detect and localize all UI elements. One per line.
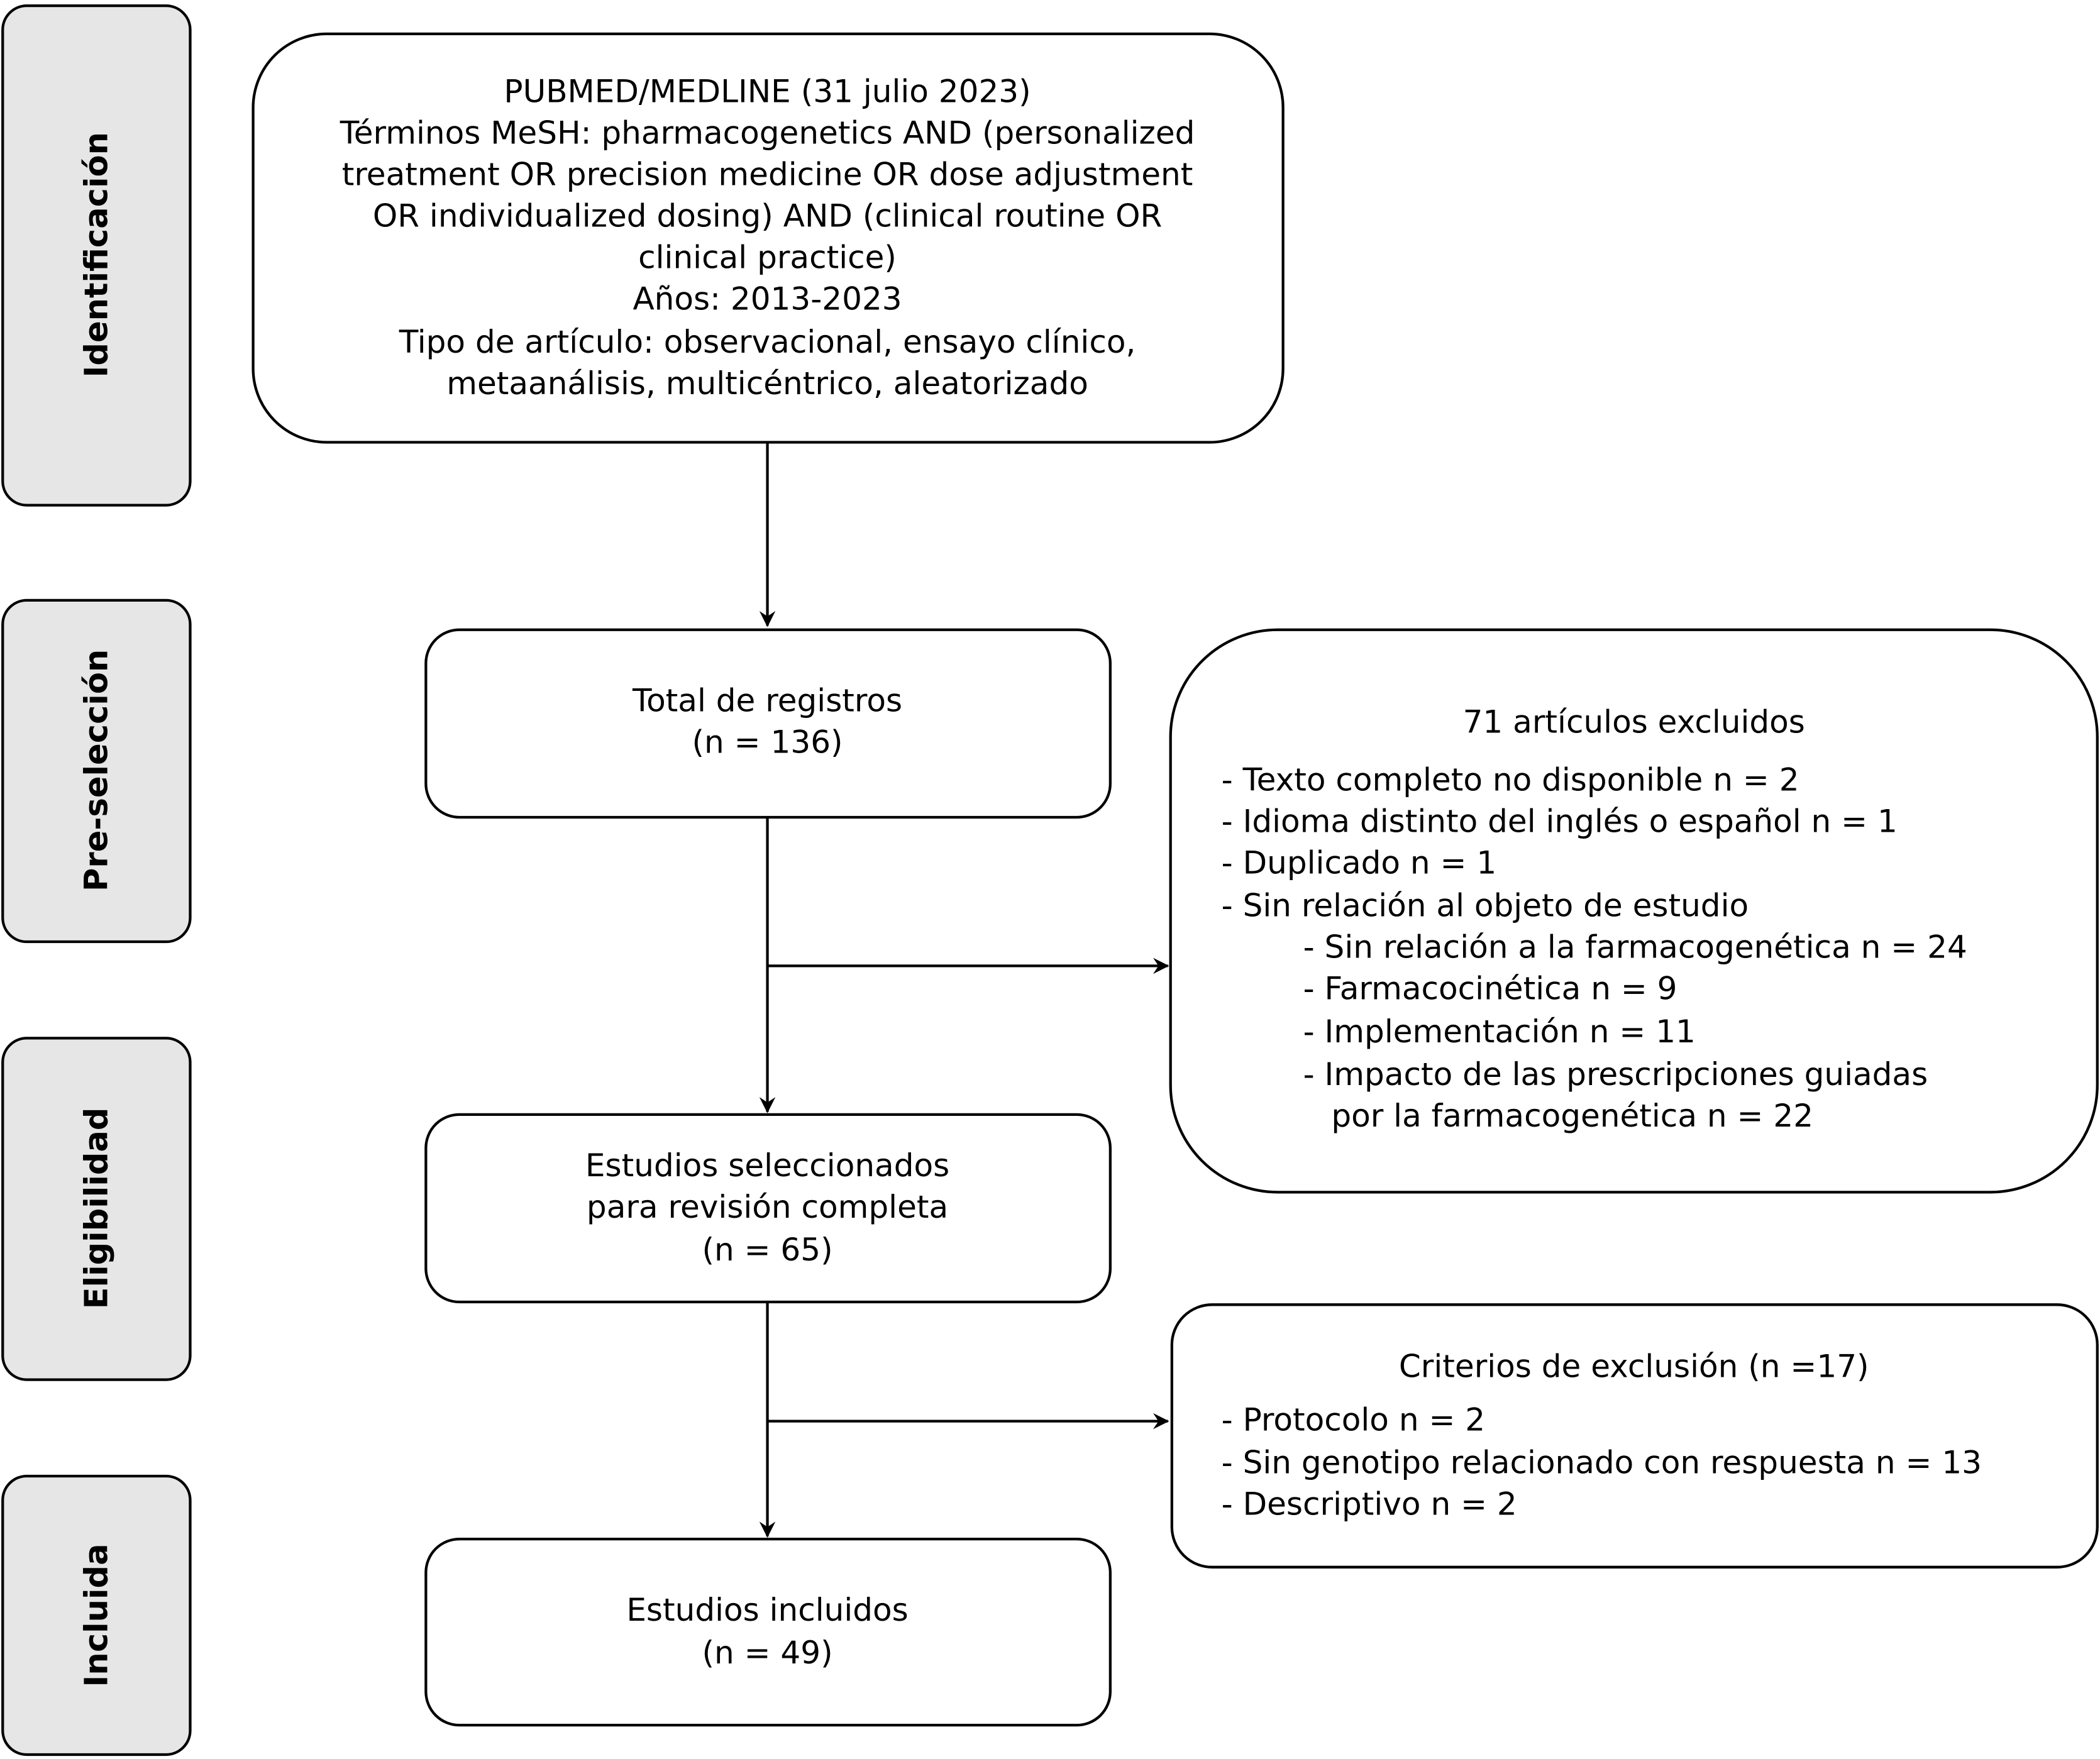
search-line: Tipo de artículo: observacional, ensayo … [399,324,1136,360]
excluded-item: - Texto completo no disponible n = 2 [1222,761,1799,798]
stage-eligibilidad: Eligibilidad [1,1037,192,1381]
search-line: OR individualized dosing) AND (clinical … [373,198,1162,234]
excluded-item: - Duplicado n = 1 [1222,844,1497,881]
total-records-box: Total de registros (n = 136) [424,628,1112,819]
criteria-item: - Sin genotipo relacionado con respuesta… [1222,1445,1982,1481]
search-line: PUBMED/MEDLINE (31 julio 2023) [504,73,1031,109]
criteria-title: Criterios de exclusión (n =17) [1399,1348,1869,1384]
stage-identificacion: Identificación [1,4,192,507]
excluded-subitem: - Implementación n = 11 [1303,1013,1696,1050]
search-box: PUBMED/MEDLINE (31 julio 2023) Términos … [251,32,1285,444]
search-line: Términos MeSH: pharmacogenetics AND (per… [340,115,1195,152]
excluded-subitem: por la farmacogenética n = 22 [1331,1098,1813,1134]
excluded-title: 71 artículos excluidos [1463,704,1805,741]
stage-preseleccion: Pre-selección [1,598,192,944]
search-line: clinical practice) [638,240,897,276]
excluded-subitem: - Impacto de las prescripciones guiadas [1303,1056,1928,1093]
included-count: (n = 49) [702,1635,832,1671]
stage-label: Pre-selección [78,649,115,891]
included-studies-box: Estudios incluidos (n = 49) [424,1537,1112,1727]
criteria-item: - Descriptivo n = 2 [1222,1486,1517,1523]
selected-line: Estudios seleccionados [585,1147,949,1184]
selected-count: (n = 65) [702,1232,832,1268]
total-label: Total de registros [632,683,902,719]
excluded-articles-box: 71 artículos excluidos - Texto completo … [1169,628,2099,1194]
stage-label: Identificación [78,132,115,378]
selected-line: para revisión completa [587,1189,948,1225]
excluded-item: - Idioma distinto del inglés o español n… [1222,803,1898,839]
search-line: Años: 2013-2023 [633,281,902,317]
search-line: metaanálisis, multicéntrico, aleatorizad… [446,365,1088,402]
exclusion-criteria-box: Criterios de exclusión (n =17) - Protoco… [1170,1303,2099,1569]
stage-incluida: Incluida [1,1474,192,1756]
excluded-item: - Sin relación al objeto de estudio [1222,888,1749,924]
search-line: treatment OR precision medicine OR dose … [342,157,1193,193]
criteria-item: - Protocolo n = 2 [1222,1402,1486,1438]
total-count: (n = 136) [692,724,843,761]
excluded-subitem: - Sin relación a la farmacogenética n = … [1303,929,1967,966]
stage-label: Eligibilidad [78,1108,115,1310]
selected-studies-box: Estudios seleccionados para revisión com… [424,1113,1112,1304]
excluded-subitem: - Farmacocinética n = 9 [1303,971,1677,1007]
included-label: Estudios incluidos [626,1592,908,1628]
stage-label: Incluida [78,1543,115,1687]
